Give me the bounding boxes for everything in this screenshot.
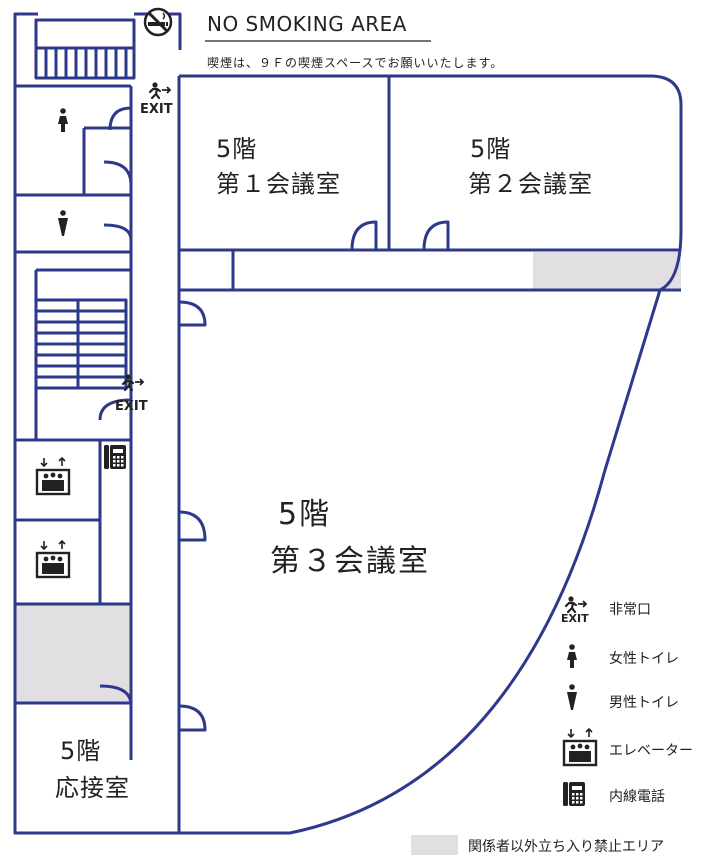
room2-name: 第２会議室 — [468, 170, 593, 198]
no-smoking-title: NO SMOKING AREA — [207, 12, 407, 36]
building-walls — [13, 12, 683, 835]
room2-floor: 5階 — [470, 135, 512, 163]
no-smoking-subtitle: 喫煙は、９Ｆの喫煙スペースでお願いいたします。 — [207, 56, 504, 70]
room1-name: 第１会議室 — [216, 170, 341, 198]
room3-name: 第３会議室 — [270, 544, 430, 579]
no-smoking-icon — [143, 7, 173, 37]
emergency-exit-icon — [121, 373, 145, 392]
restricted-swatch — [411, 835, 458, 855]
reception-name: 応接室 — [55, 774, 130, 802]
legend-exit-label: 非常口 — [609, 602, 651, 618]
legend-mens-label: 男性トイレ — [609, 695, 679, 711]
mens-restroom-icon — [58, 210, 68, 236]
room1-floor: 5階 — [216, 135, 258, 163]
elevator-icon — [35, 456, 71, 496]
extension-phone-icon — [104, 445, 126, 469]
extension-phone-icon — [563, 782, 585, 806]
restricted-label: 関係者以外立ち入り禁止エリア — [468, 839, 664, 855]
legend-phone-label: 内線電話 — [609, 789, 665, 805]
restricted-areas — [16, 252, 681, 703]
legend-exit-icon-text: EXIT — [561, 612, 589, 625]
mens-restroom-icon — [567, 684, 577, 710]
legend-elevator-label: エレベーター — [609, 743, 693, 759]
room3-floor: 5階 — [278, 497, 332, 532]
restricted-area-upper — [533, 252, 681, 290]
womens-restroom-icon — [58, 108, 68, 132]
legend-womens-label: 女性トイレ — [609, 651, 679, 667]
reception-floor: 5階 — [60, 737, 102, 765]
exit-label: EXIT — [115, 399, 148, 414]
elevator-icon — [562, 727, 598, 767]
elevator-icon — [35, 539, 71, 579]
emergency-exit-icon — [148, 81, 172, 100]
womens-restroom-icon — [567, 644, 577, 668]
legend-icons — [411, 595, 598, 855]
exit-label: EXIT — [140, 102, 173, 117]
emergency-exit-icon — [564, 595, 588, 614]
